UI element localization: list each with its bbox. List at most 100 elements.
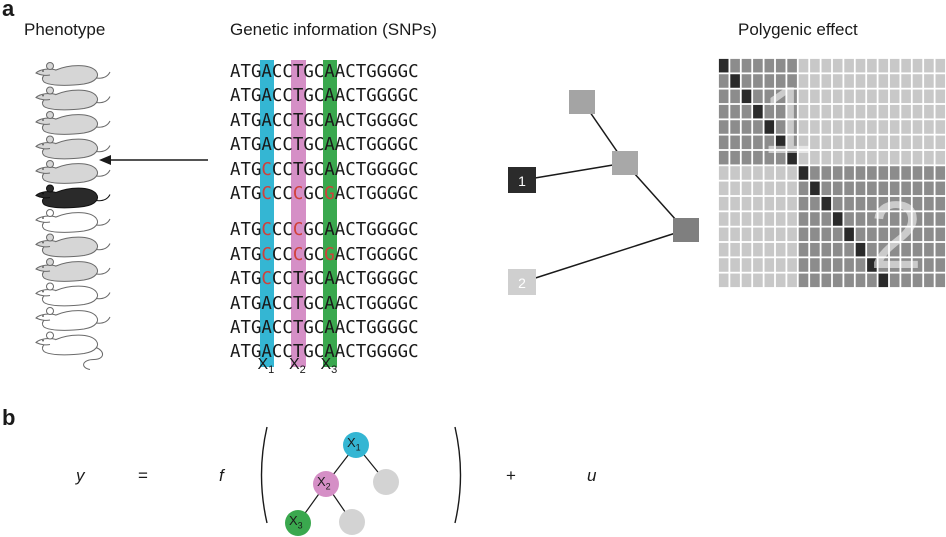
sequence-segment: ACTGGGGC	[334, 342, 419, 363]
mouse-eye	[42, 94, 44, 97]
heatmap-cell	[924, 58, 934, 73]
heatmap-cell	[753, 242, 763, 257]
heatmap-cell	[855, 89, 866, 104]
heatmap-cell	[935, 104, 946, 119]
sequence-segment: GC	[303, 86, 325, 107]
snp-base: C	[292, 244, 304, 265]
heatmap-cell	[775, 120, 786, 134]
heatmap-cell	[901, 273, 911, 288]
heatmap-cell	[878, 227, 889, 242]
heatmap-cell	[889, 258, 900, 272]
sequence-segment: ATG	[230, 269, 262, 290]
sequence-row: ATGACCTGCAACTGGGGC	[230, 86, 419, 106]
heatmap-cell	[855, 120, 866, 134]
heatmap-cell	[810, 150, 820, 165]
snp-base: C	[292, 220, 304, 241]
heatmap-cell	[924, 227, 934, 242]
sequence-segment: CC	[271, 135, 293, 156]
heatmap-cell	[821, 120, 832, 134]
tree-node-x2	[313, 471, 339, 497]
heatmap-cell	[718, 258, 729, 272]
heatmap-cell	[912, 196, 923, 211]
heatmap-cell	[741, 74, 752, 88]
heatmap-cell	[798, 258, 809, 272]
mouse-tail	[95, 243, 111, 251]
heatmap-cell	[901, 181, 911, 196]
sequence-row: ATGACCTGCAACTGGGGC	[230, 342, 419, 362]
heatmap-cell	[901, 150, 911, 165]
mouse-white	[35, 209, 111, 233]
snp-base: G	[324, 244, 335, 265]
mouse-gray	[35, 86, 111, 111]
heatmap-cell	[935, 273, 946, 288]
heatmap-cell	[798, 196, 809, 211]
heatmap-cell	[741, 58, 752, 73]
mouse-ear	[46, 258, 54, 266]
heatmap-cell	[810, 196, 820, 211]
heatmap-cell	[855, 242, 866, 257]
heatmap-cell	[912, 258, 923, 272]
sequence-segment: ACTGGGGC	[334, 135, 419, 156]
heatmap-cell	[764, 196, 775, 211]
sequence-row: ATGCCCCGCGACTGGGGC	[230, 184, 419, 204]
sequence-segment: CC	[271, 159, 293, 180]
heatmap-cell	[730, 181, 740, 196]
mouse-ear	[46, 111, 54, 119]
mouse-ear	[46, 62, 54, 70]
tree-edge	[522, 229, 686, 283]
heatmap-cell	[878, 166, 889, 180]
heatmap-cell	[912, 273, 923, 288]
mouse-body	[42, 65, 98, 86]
heatmap-cell	[741, 196, 752, 211]
heatmap-cell	[878, 242, 889, 257]
heatmap-cell	[787, 74, 797, 88]
heatmap-cell	[844, 135, 854, 150]
heatmap-cell	[935, 181, 946, 196]
sequence-segment: ATG	[230, 244, 262, 265]
left-parenthesis	[260, 426, 268, 524]
sequence-segment: ACTGGGGC	[334, 318, 419, 338]
snp-base: A	[261, 110, 272, 131]
heatmap-cell	[901, 58, 911, 73]
snp-base: T	[292, 62, 304, 82]
sequence-segment: ATG	[230, 62, 262, 82]
snp-base: T	[292, 135, 304, 156]
tree-node-x3	[285, 510, 311, 536]
sequence-segment: ACTGGGGC	[334, 159, 419, 180]
heatmap-cell	[867, 212, 877, 226]
tree-edge	[522, 162, 626, 181]
heatmap-cell	[741, 181, 752, 196]
heatmap-cell	[753, 58, 763, 73]
heatmap-cell	[764, 258, 775, 272]
heatmap-cell	[912, 104, 923, 119]
heatmap-cell	[787, 181, 797, 196]
heatmap-cell	[718, 104, 729, 119]
decision-tree	[285, 432, 399, 536]
snp-base: T	[292, 293, 304, 314]
snp-highlight-bar-x2	[291, 60, 306, 367]
heatmap-cell	[730, 74, 740, 88]
heatmap-cell	[924, 196, 934, 211]
sequence-segment: ACTGGGGC	[334, 62, 419, 82]
heatmap-cell	[832, 196, 843, 211]
tree-node-x1	[343, 432, 369, 458]
mouse-white	[35, 282, 111, 307]
mouse-column	[35, 62, 111, 370]
heatmap-cell	[798, 242, 809, 257]
snp-base: C	[261, 220, 272, 241]
tree-node-label-x3: X3	[289, 513, 303, 531]
heatmap-cell	[821, 212, 832, 226]
heatmap-cell	[787, 135, 797, 150]
heatmap-cell	[810, 258, 820, 272]
heatmap-cell	[810, 166, 820, 180]
right-parenthesis	[454, 426, 462, 524]
sequence-segment: GC	[303, 62, 325, 82]
tree-node-label-subscript: 2	[325, 481, 331, 492]
heatmap-cell	[764, 166, 775, 180]
tree-node-label-subscript: 1	[355, 442, 361, 453]
genotype-to-phenotype-arrow	[99, 155, 208, 165]
mouse-body	[42, 212, 98, 233]
heatmap-cell	[787, 150, 797, 165]
sequence-segment: CC	[271, 318, 293, 338]
heatmap-cell	[718, 212, 729, 226]
